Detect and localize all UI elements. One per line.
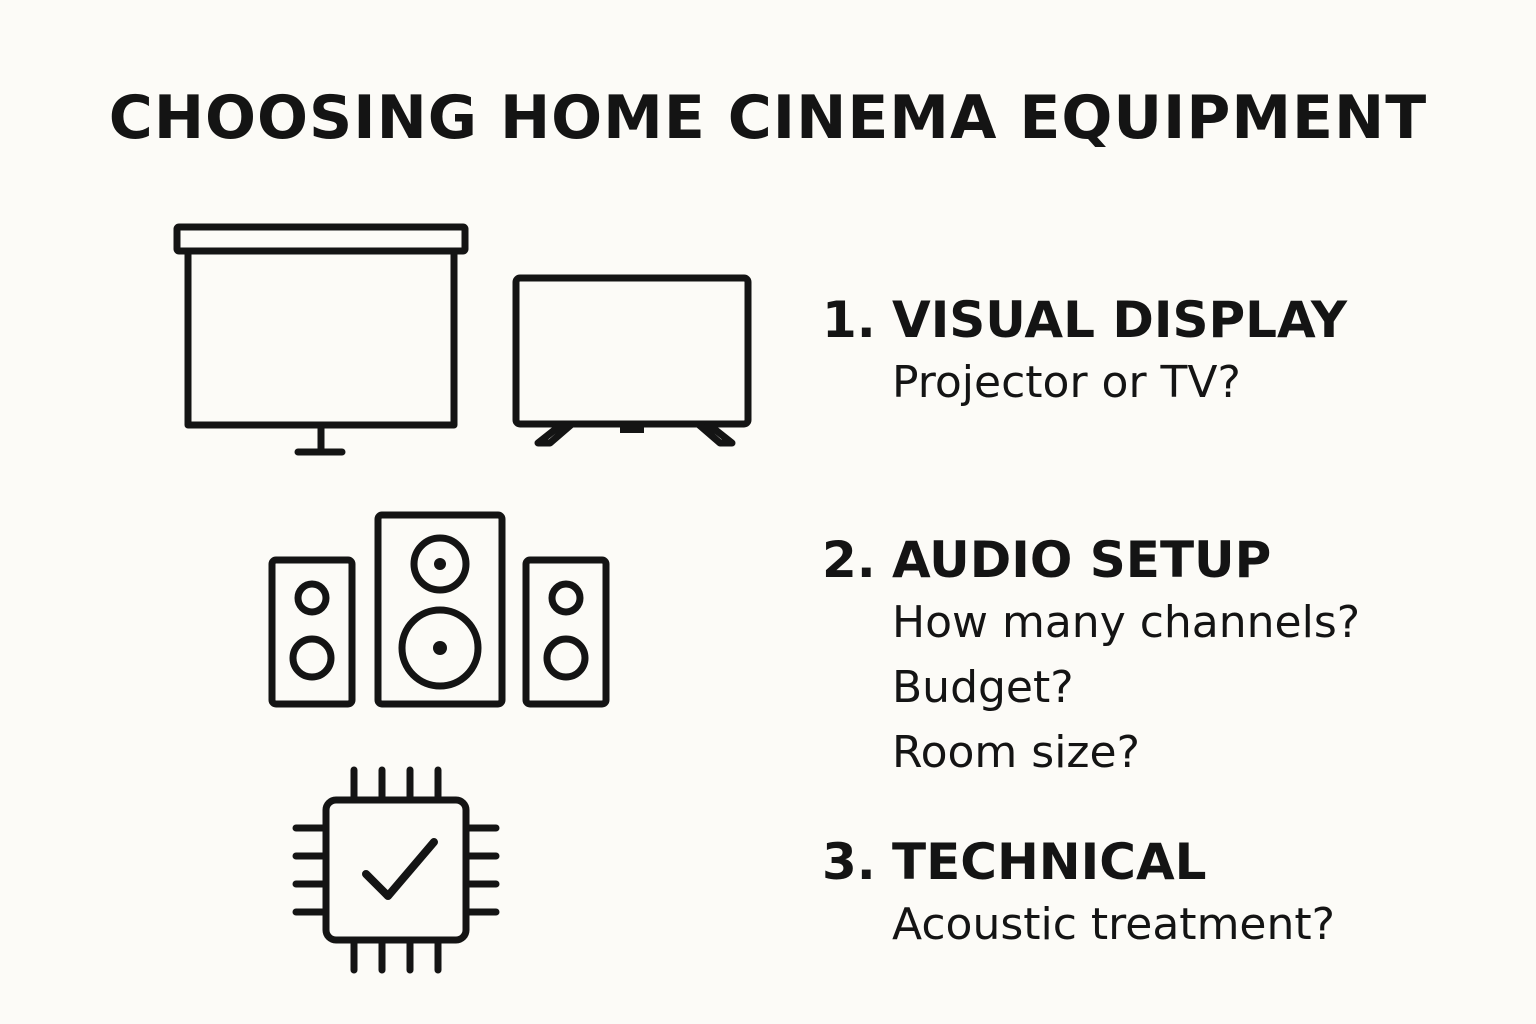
section-questions: Acoustic treatment? xyxy=(892,892,1335,957)
section-heading: 2. AUDIO SETUP xyxy=(822,530,1360,590)
section-questions: Projector or TV? xyxy=(892,350,1347,415)
section-technical: 3. TECHNICAL Acoustic treatment? xyxy=(822,832,1335,957)
section-questions: How many channels? Budget? Room size? xyxy=(892,590,1360,785)
chip-check-icon xyxy=(290,764,502,976)
section-audio-setup: 2. AUDIO SETUP How many channels? Budget… xyxy=(822,530,1360,785)
section-heading: 1. VISUAL DISPLAY xyxy=(822,290,1347,350)
speakers-icon xyxy=(268,510,612,710)
question-text: Acoustic treatment? xyxy=(892,899,1335,950)
section-heading: 3. TECHNICAL xyxy=(822,832,1335,892)
section-number: 2. xyxy=(822,531,876,589)
section-number: 1. xyxy=(822,291,876,349)
section-title: TECHNICAL xyxy=(892,833,1207,891)
section-title: AUDIO SETUP xyxy=(892,531,1272,589)
projector-screen-icon xyxy=(172,222,470,462)
section-visual-display: 1. VISUAL DISPLAY Projector or TV? xyxy=(822,290,1347,415)
question-text: How many channels? xyxy=(892,597,1361,648)
question-text: Projector or TV? xyxy=(892,357,1241,408)
question-text: Budget? xyxy=(892,662,1074,713)
tv-icon xyxy=(510,272,754,452)
question-text: Room size? xyxy=(892,727,1140,778)
section-title: VISUAL DISPLAY xyxy=(892,291,1348,349)
section-number: 3. xyxy=(822,833,876,891)
page-title: CHOOSING HOME CINEMA EQUIPMENT xyxy=(108,83,1428,153)
